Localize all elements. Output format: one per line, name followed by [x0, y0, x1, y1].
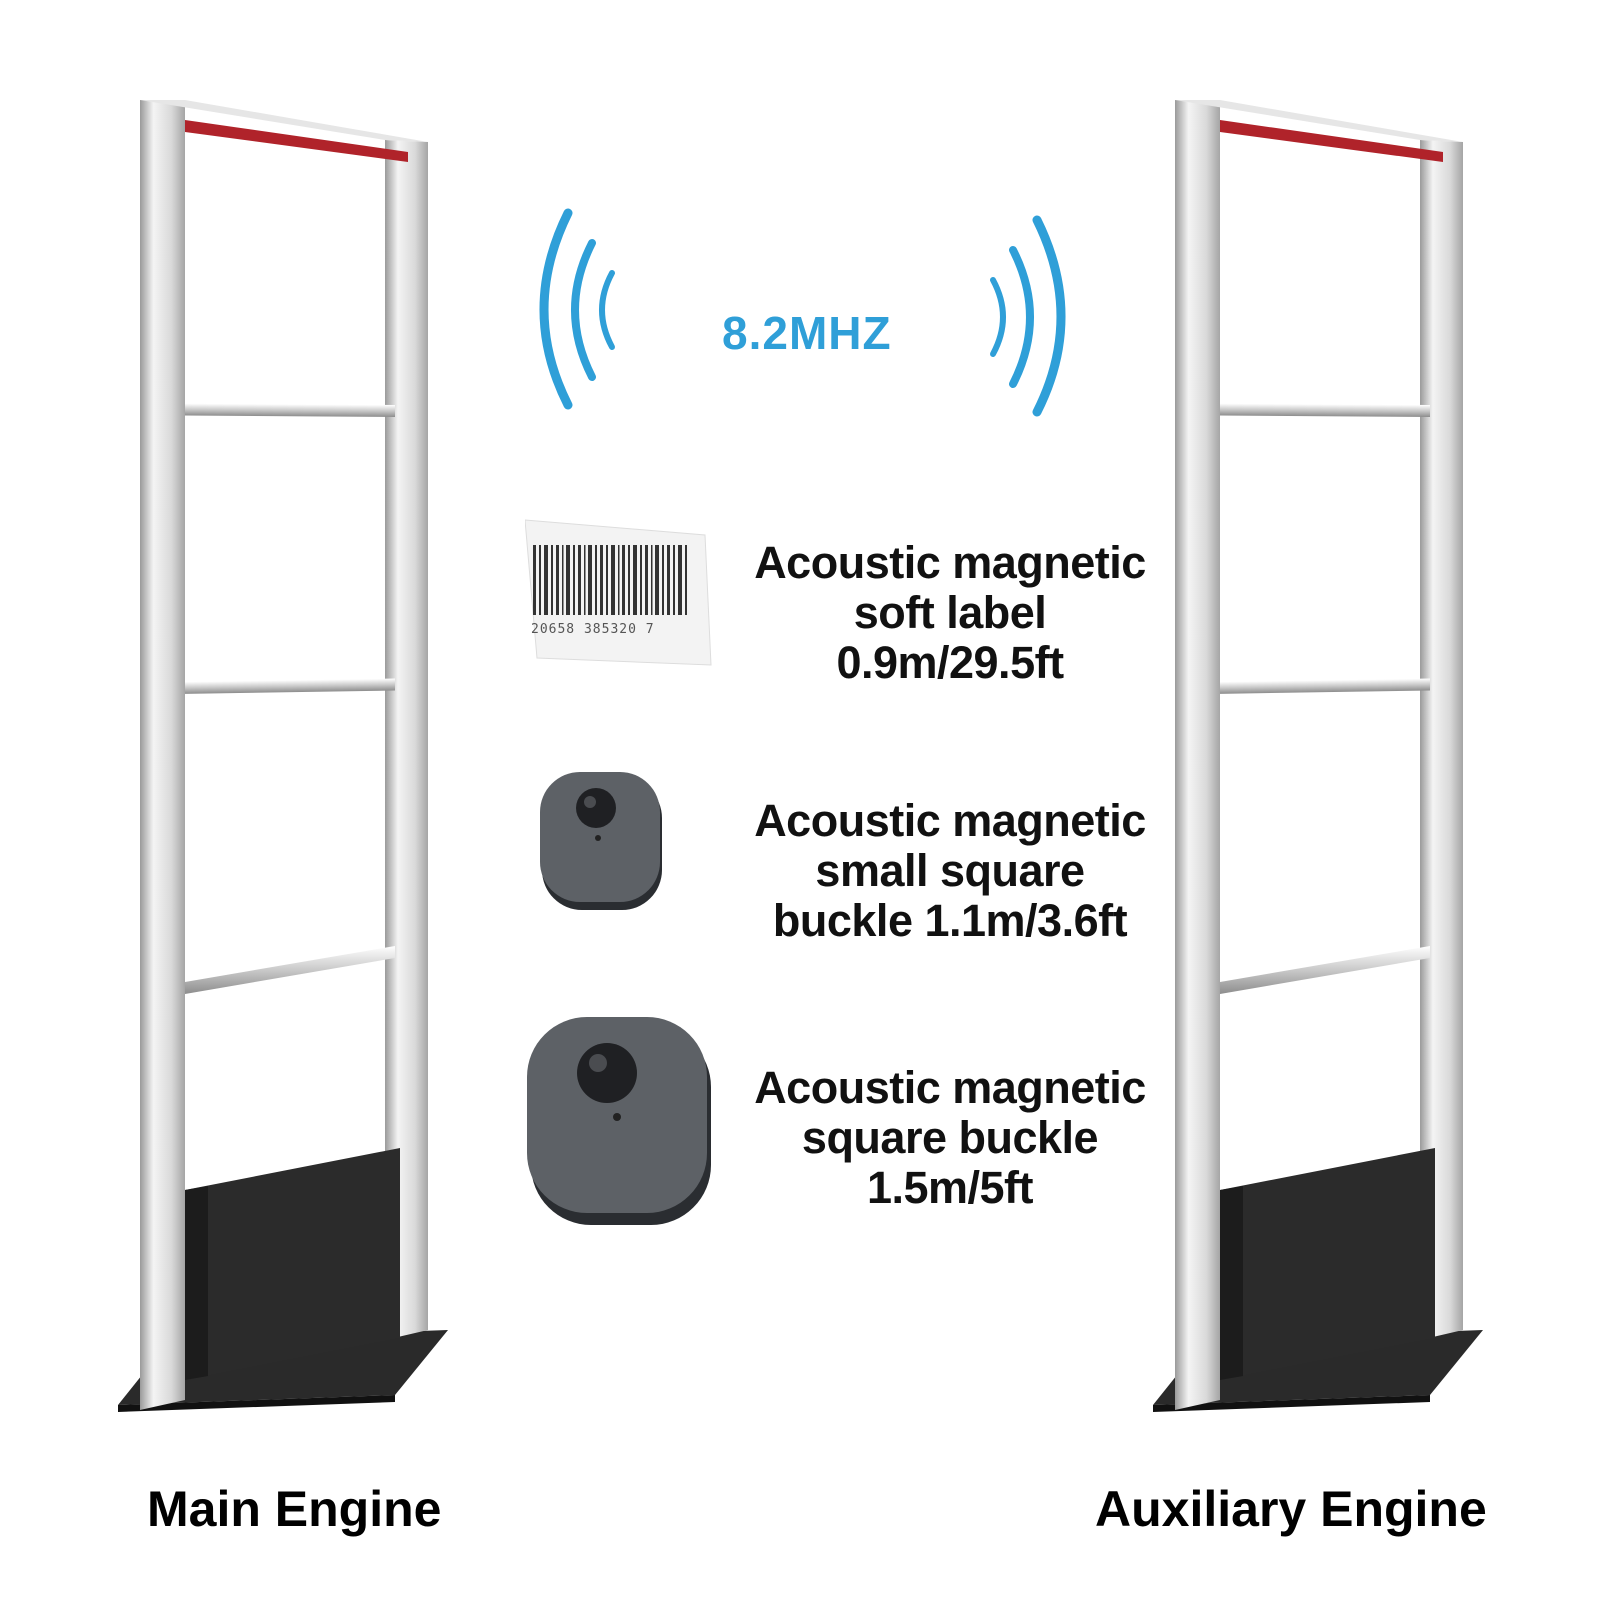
soft-label-description: Acoustic magnetic soft label 0.9m/29.5ft: [754, 537, 1146, 688]
auxiliary-engine-caption: Auxiliary Engine: [1095, 1481, 1487, 1537]
soft-label-barcode-image: 20658 385320 7: [524, 515, 715, 675]
square-buckle-description: Acoustic magnetic square buckle 1.5m/5ft: [754, 1062, 1146, 1213]
signal-wave-left-icon: [530, 205, 630, 420]
auxiliary-engine-gate: [1145, 0, 1495, 1450]
main-engine-caption: Main Engine: [147, 1481, 442, 1537]
small-square-buckle-image: [538, 770, 668, 920]
signal-wave-right-icon: [975, 212, 1075, 427]
frequency-label: 8.2MHZ: [722, 307, 892, 359]
small-square-buckle-description: Acoustic magnetic small square buckle 1.…: [754, 795, 1146, 946]
barcode-number: 20658 385320 7: [531, 622, 655, 637]
square-buckle-image: [525, 1015, 720, 1235]
main-engine-gate: [110, 0, 460, 1450]
